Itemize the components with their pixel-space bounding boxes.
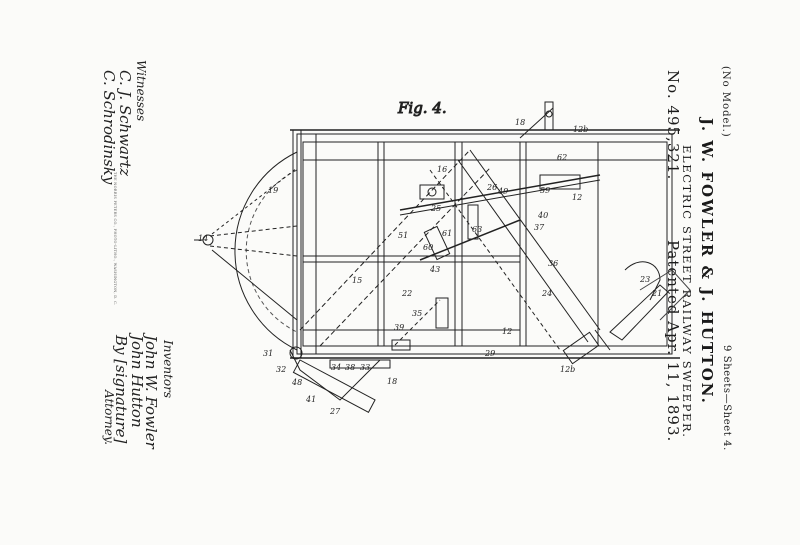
crank-post [544, 101, 554, 131]
ref-19: 19 [268, 186, 278, 195]
ref-18: 18 [515, 118, 525, 127]
ref-18-lower: 18 [387, 377, 397, 386]
ref-48: 48 [291, 378, 302, 387]
ref-14: 14 [198, 234, 208, 243]
ref-22: 22 [401, 289, 412, 298]
ref-61: 61 [442, 229, 452, 238]
ref-60: 60 [423, 243, 433, 252]
brush-arm-2 [457, 159, 589, 343]
main-frame [296, 133, 673, 355]
brush-bar-right [609, 284, 669, 341]
block-39 [391, 339, 411, 351]
main-frame-inner [302, 141, 668, 347]
reference-numerals: 18 12b 62 16 19 26 49 59 12 25 63 40 37 … [198, 118, 662, 416]
bearing-block-16 [419, 184, 445, 200]
ref-24: 24 [541, 289, 552, 298]
hopper-outline [234, 151, 298, 351]
ref-12c: 12 [502, 327, 512, 336]
ref-33: 33 [360, 363, 370, 372]
bracket-59 [539, 174, 581, 190]
shaft-62 [399, 174, 601, 211]
strut-35 [394, 299, 441, 346]
ref-12b-lower: 12b [560, 365, 575, 374]
clamp-24 [562, 331, 600, 365]
bearing-pin-16 [427, 187, 437, 197]
ref-16: 16 [437, 165, 447, 174]
brace-upper [211, 167, 298, 235]
ref-21: 21 [651, 289, 662, 298]
ref-37: 37 [534, 223, 545, 232]
pivot-31 [289, 346, 303, 360]
brush-arm-dashed [429, 169, 561, 351]
brush-arm-1 [469, 149, 601, 331]
ref-39: 39 [394, 323, 404, 332]
brush-frame-edge-2 [319, 167, 491, 347]
block-43 [435, 297, 449, 329]
ref-25: 25 [430, 204, 441, 213]
gear-block-25 [467, 204, 479, 240]
draw-bar-upper [209, 225, 298, 237]
crank-arm [519, 107, 554, 139]
brush-frame-edge-1 [299, 149, 471, 331]
ref-15: 15 [352, 276, 362, 285]
bar-34 [329, 359, 391, 369]
ref-34: 34 [331, 363, 341, 372]
link-lower-left [289, 349, 381, 401]
link-rod [419, 219, 521, 261]
ref-49: 49 [497, 187, 508, 196]
brace-lower [211, 249, 298, 321]
ref-62: 62 [557, 153, 567, 162]
ref-12a: 12 [572, 193, 582, 202]
ref-12b: 12b [573, 125, 588, 134]
brush-tail [594, 329, 611, 351]
ref-31: 31 [263, 349, 273, 358]
draw-bar-lower [209, 245, 298, 257]
ref-43: 43 [429, 265, 440, 274]
ref-59: 59 [540, 186, 550, 195]
chute-18 [292, 359, 376, 413]
ref-27: 27 [329, 407, 341, 416]
ref-32: 32 [276, 365, 286, 374]
ref-40: 40 [537, 211, 548, 220]
ref-41: 41 [305, 395, 316, 404]
end-sill-left [292, 129, 302, 359]
crank-pin [545, 110, 553, 118]
brush-guard [639, 269, 691, 321]
bracket-23 [624, 261, 661, 301]
figure-label: Fig. 4. [397, 99, 447, 117]
ref-51: 51 [398, 231, 408, 240]
ref-63: 63 [472, 225, 482, 234]
ref-23: 23 [639, 275, 650, 284]
ref-26: 26 [486, 183, 497, 192]
ref-38: 38 [345, 363, 355, 372]
shaft-62b [399, 179, 601, 216]
ref-35: 35 [412, 309, 422, 318]
ref-36: 36 [548, 259, 558, 268]
lever-60 [423, 225, 451, 261]
ref-29: 29 [484, 349, 495, 358]
